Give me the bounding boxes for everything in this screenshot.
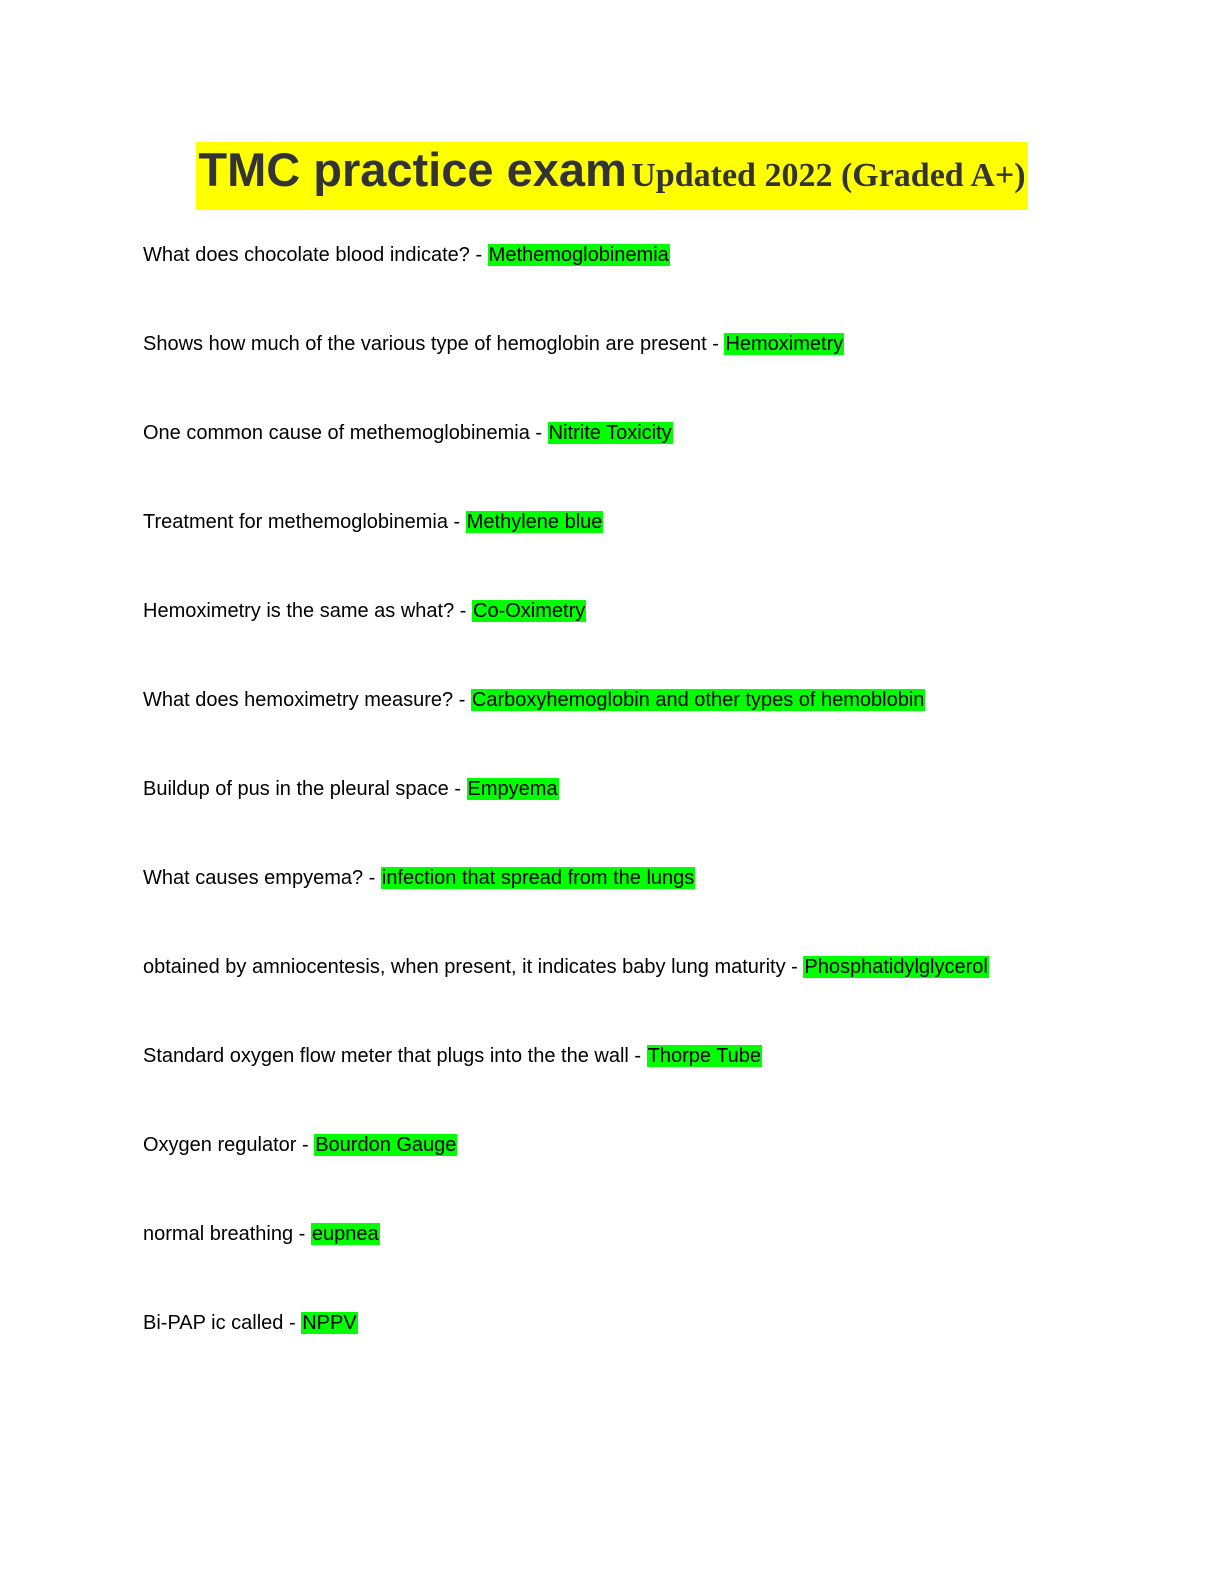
separator: - [706,333,725,355]
separator: - [448,778,467,800]
separator: - [628,1045,647,1067]
question-text: Hemoximetry is the same as what? [143,600,455,622]
separator: - [454,600,473,622]
qa-item: obtained by amniocentesis, when present,… [143,952,1143,1041]
answer-highlight: Methylene blue [465,511,604,533]
qa-item: Standard oxygen flow meter that plugs in… [143,1041,1143,1130]
answer-highlight: Methemoglobinemia [487,244,670,266]
answer-highlight: Carboxyhemoglobin and other types of hem… [470,689,926,711]
separator: - [363,867,381,889]
qa-item: normal breathing - eupnea [143,1219,1143,1308]
answer-highlight: Empyema [466,778,559,800]
answer-highlight: Nitrite Toxicity [547,422,673,444]
separator: - [447,511,466,533]
qa-item: What causes empyema? - infection that sp… [143,863,1143,952]
qa-item: Hemoximetry is the same as what? - Co-Ox… [143,596,1143,685]
separator: - [293,1223,311,1245]
qa-item: What does chocolate blood indicate? - Me… [143,240,1143,329]
question-text: obtained by amniocentesis, when present,… [143,956,786,978]
answer-highlight: infection that spread from the lungs [380,867,696,889]
answer-highlight: Phosphatidylglycerol [803,956,989,978]
answer-highlight: Thorpe Tube [646,1045,763,1067]
answer-highlight: Hemoximetry [724,333,845,355]
qa-item: One common cause of methemoglobinemia - … [143,418,1143,507]
qa-item: Oxygen regulator - Bourdon Gauge [143,1130,1143,1219]
separator: - [529,422,548,444]
title-main: TMC practice exam [198,143,627,196]
separator: - [453,689,471,711]
qa-item: Treatment for methemoglobinemia - Methyl… [143,507,1143,596]
answer-highlight: Bourdon Gauge [314,1134,458,1156]
page-title: TMC practice exam Updated 2022 (Graded A… [196,142,1028,210]
qa-item: Buildup of pus in the pleural space - Em… [143,774,1143,863]
question-text: What does hemoximetry measure? [143,689,454,711]
answer-highlight: Co-Oximetry [472,600,587,622]
answer-highlight: eupnea [310,1223,380,1245]
question-answer-list: What does chocolate blood indicate? - Me… [143,240,1143,1397]
question-text: What does chocolate blood indicate? [143,244,470,266]
qa-item: Shows how much of the various type of he… [143,329,1143,418]
title-block: TMC practice exam Updated 2022 (Graded A… [0,142,1224,210]
separator: - [296,1134,315,1156]
question-text: normal breathing [143,1223,294,1245]
question-text: One common cause of methemoglobinemia [143,422,530,444]
qa-item: Bi-PAP ic called - NPPV [143,1308,1143,1397]
separator: - [283,1312,302,1334]
question-text: Bi-PAP ic called [143,1312,284,1334]
question-text: Oxygen regulator [143,1134,297,1156]
question-text: What causes empyema? [143,867,364,889]
question-text: Shows how much of the various type of he… [143,333,707,355]
question-text: Standard oxygen flow meter that plugs in… [143,1045,629,1067]
question-text: Treatment for methemoglobinemia [143,511,448,533]
question-text: Buildup of pus in the pleural space [143,778,449,800]
separator: - [785,956,804,978]
answer-highlight: NPPV [301,1312,358,1334]
title-subtitle: Updated 2022 (Graded A+) [631,157,1026,194]
qa-item: What does hemoximetry measure? - Carboxy… [143,685,1143,774]
separator: - [469,244,488,266]
